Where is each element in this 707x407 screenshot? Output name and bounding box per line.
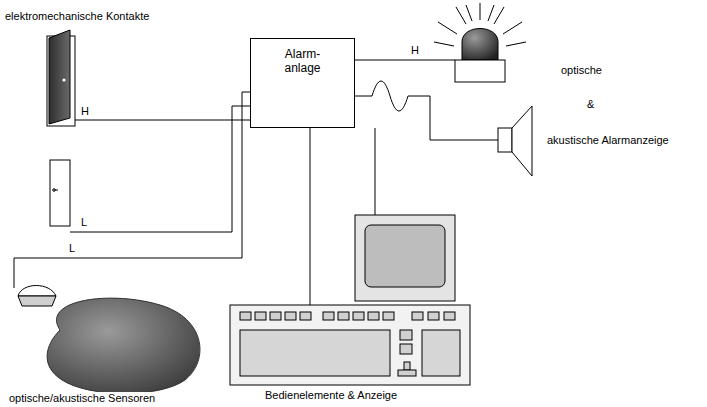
annotation: H — [80, 105, 90, 118]
key — [353, 312, 364, 320]
key — [428, 312, 439, 320]
key — [270, 312, 281, 320]
process-box: Alarm- anlage — [250, 38, 355, 128]
closed-door — [50, 160, 70, 226]
key — [255, 312, 266, 320]
key — [285, 312, 296, 320]
monitor — [355, 215, 455, 301]
annotation: L — [68, 242, 76, 255]
key — [300, 312, 311, 320]
keyboard — [230, 305, 470, 385]
annotation: L — [80, 216, 88, 229]
annotation: optische/akustische Sensoren — [8, 392, 156, 405]
annotation: Bedienelemente & Anzeige — [264, 389, 398, 402]
sensor — [18, 286, 200, 394]
open-door — [47, 30, 75, 126]
box-label: Alarm- anlage — [273, 47, 333, 75]
annotation: & — [586, 98, 595, 111]
loudspeaker — [498, 106, 532, 176]
key — [412, 312, 423, 320]
annotation: elektromechanische Kontakte — [4, 10, 150, 23]
key — [383, 312, 394, 320]
key — [338, 312, 349, 320]
warning-light — [434, 3, 526, 82]
annotation: optische — [560, 64, 603, 77]
annotation: H — [410, 44, 420, 57]
key — [444, 312, 455, 320]
key — [323, 312, 334, 320]
key — [240, 312, 251, 320]
key — [368, 312, 379, 320]
annotation: akustische Alarmanzeige — [546, 134, 670, 147]
